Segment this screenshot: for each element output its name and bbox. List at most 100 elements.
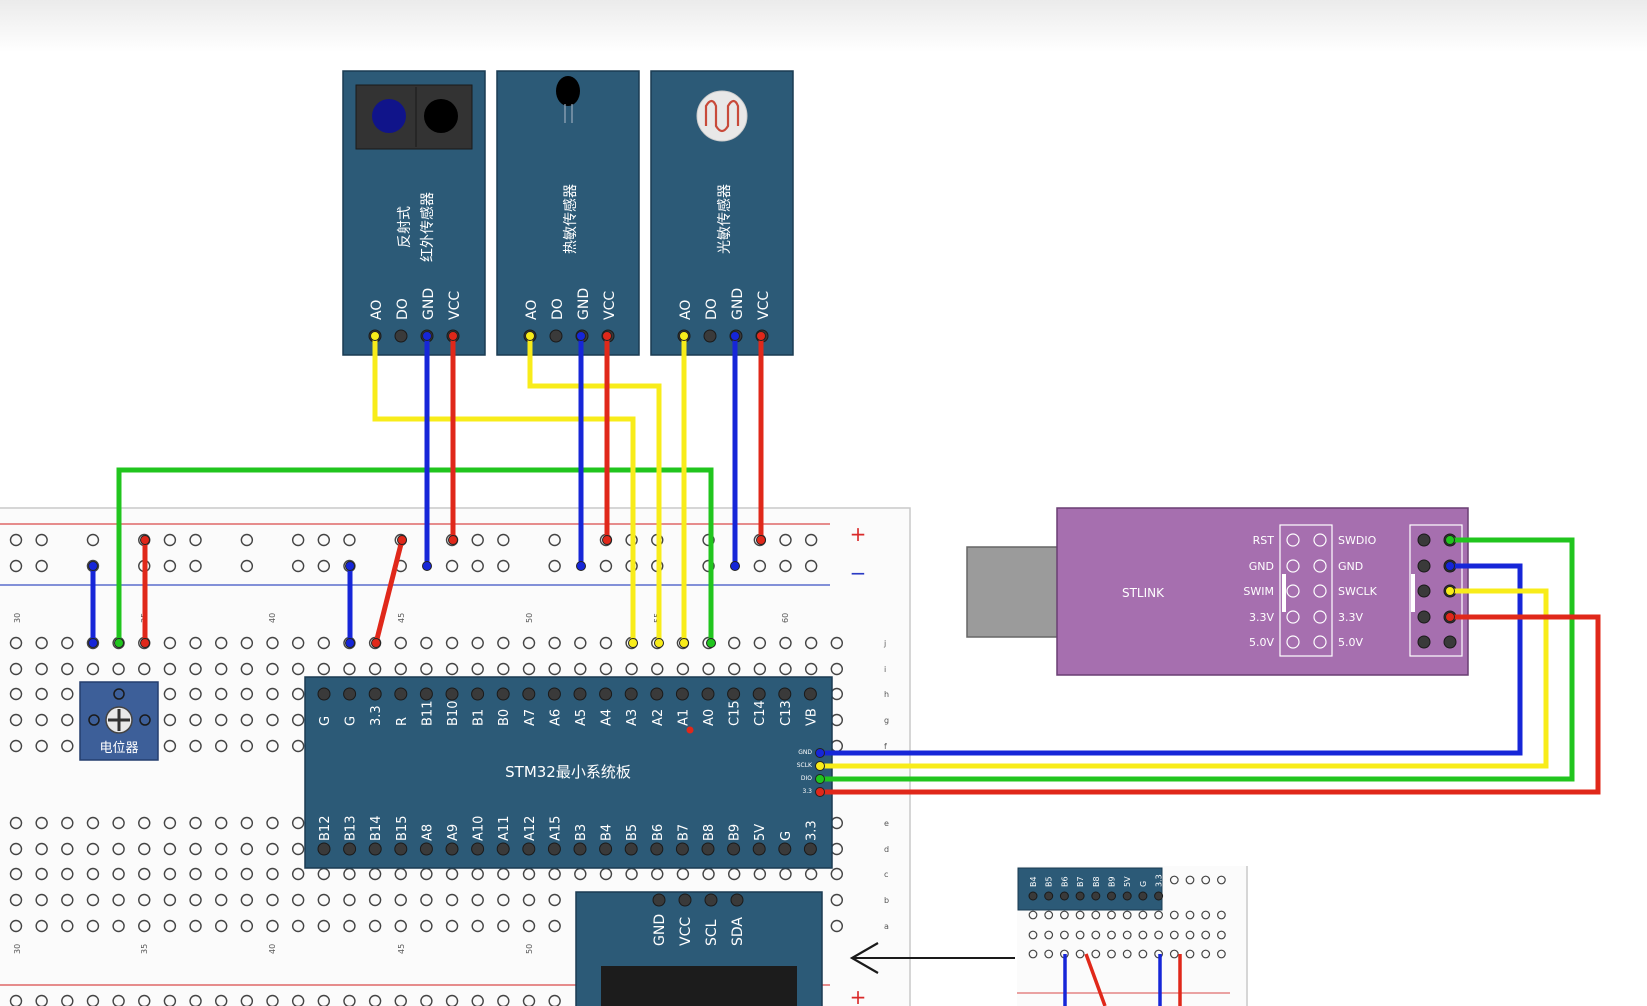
breadboard-hole[interactable] bbox=[445, 893, 459, 907]
rail-hole[interactable] bbox=[497, 994, 510, 1006]
breadboard-hole[interactable] bbox=[163, 893, 177, 907]
rail-hole[interactable] bbox=[753, 559, 767, 573]
breadboard-hole[interactable] bbox=[394, 636, 407, 650]
mini-board-hole[interactable] bbox=[1107, 930, 1116, 940]
breadboard-hole[interactable] bbox=[163, 739, 177, 753]
mini-board-hole[interactable] bbox=[1091, 949, 1101, 959]
breadboard-hole[interactable] bbox=[497, 893, 510, 907]
rail-hole[interactable] bbox=[138, 994, 151, 1006]
mini-board-pin[interactable] bbox=[1075, 891, 1085, 901]
wire-end-dot[interactable] bbox=[140, 535, 150, 545]
stm32-pin[interactable] bbox=[445, 687, 459, 701]
wire-end-dot[interactable] bbox=[422, 331, 432, 341]
stm32-pin[interactable] bbox=[419, 842, 433, 856]
mini-board-pin[interactable] bbox=[1091, 891, 1101, 901]
stm32-pin[interactable] bbox=[675, 842, 689, 856]
wire-end-dot[interactable] bbox=[602, 535, 612, 545]
mini-board-hole[interactable] bbox=[1169, 875, 1179, 885]
wire-yellow[interactable] bbox=[372, 336, 636, 643]
mini-board-hole[interactable] bbox=[1216, 949, 1226, 959]
breadboard-hole[interactable] bbox=[189, 842, 202, 856]
mini-board-hole[interactable] bbox=[1028, 949, 1038, 959]
mini-board-hole[interactable] bbox=[1091, 930, 1101, 940]
breadboard-hole[interactable] bbox=[138, 842, 151, 856]
stm32-pin[interactable] bbox=[727, 687, 741, 701]
breadboard-hole[interactable] bbox=[35, 739, 48, 753]
breadboard-hole[interactable] bbox=[266, 816, 279, 830]
stlink-aux-pin[interactable] bbox=[1313, 559, 1327, 573]
wire-end-dot[interactable] bbox=[371, 638, 381, 648]
oled-pin-hole[interactable] bbox=[678, 893, 692, 907]
breadboard-hole[interactable] bbox=[804, 636, 818, 650]
stlink-aux-pin[interactable] bbox=[1286, 559, 1300, 573]
mini-board-hole[interactable] bbox=[1122, 910, 1132, 920]
rail-hole[interactable] bbox=[291, 994, 305, 1006]
breadboard-hole[interactable] bbox=[189, 919, 202, 933]
rail-hole[interactable] bbox=[86, 994, 100, 1006]
rail-hole[interactable] bbox=[189, 559, 202, 573]
breadboard-hole[interactable] bbox=[86, 893, 100, 907]
wire-blue-gnd[interactable] bbox=[820, 563, 1523, 756]
breadboard-hole[interactable] bbox=[35, 919, 48, 933]
wire-end-dot[interactable] bbox=[815, 761, 825, 771]
mini-board-pin[interactable] bbox=[1028, 891, 1038, 901]
rail-hole[interactable] bbox=[368, 994, 382, 1006]
breadboard-hole[interactable] bbox=[291, 893, 305, 907]
breadboard-hole[interactable] bbox=[779, 636, 792, 650]
breadboard-hole[interactable] bbox=[291, 842, 305, 856]
breadboard-hole[interactable] bbox=[291, 687, 305, 701]
stm32-pin[interactable] bbox=[650, 687, 664, 701]
breadboard-hole[interactable] bbox=[728, 662, 741, 676]
breadboard-hole[interactable] bbox=[317, 893, 330, 907]
breadboard-hole[interactable] bbox=[240, 867, 254, 881]
breadboard-hole[interactable] bbox=[420, 662, 433, 676]
wire-end-dot[interactable] bbox=[114, 638, 124, 648]
stm32-pin[interactable] bbox=[394, 687, 408, 701]
breadboard-hole[interactable] bbox=[522, 636, 536, 650]
stm32-pin[interactable] bbox=[522, 687, 536, 701]
breadboard-hole[interactable] bbox=[651, 662, 664, 676]
mini-board-hole[interactable] bbox=[1138, 910, 1148, 920]
stm32-pin[interactable] bbox=[343, 687, 357, 701]
breadboard-hole[interactable] bbox=[343, 893, 356, 907]
breadboard-hole[interactable] bbox=[138, 919, 151, 933]
breadboard-hole[interactable] bbox=[471, 662, 484, 676]
wire-end-dot[interactable] bbox=[1445, 535, 1455, 545]
mini-board-hole[interactable] bbox=[1201, 910, 1211, 920]
mini-board-hole[interactable] bbox=[1169, 949, 1179, 959]
breadboard-hole[interactable] bbox=[35, 636, 48, 650]
rail-hole[interactable] bbox=[163, 559, 177, 573]
breadboard-hole[interactable] bbox=[522, 893, 536, 907]
breadboard-hole[interactable] bbox=[291, 867, 305, 881]
breadboard-hole[interactable] bbox=[368, 919, 382, 933]
wire-end-dot[interactable] bbox=[628, 638, 638, 648]
breadboard-hole[interactable] bbox=[343, 662, 356, 676]
breadboard-hole[interactable] bbox=[548, 636, 561, 650]
wire-end-dot[interactable] bbox=[815, 748, 825, 758]
stm32-pin[interactable] bbox=[317, 842, 331, 856]
breadboard-hole[interactable] bbox=[420, 636, 433, 650]
stm32-pin[interactable] bbox=[624, 842, 638, 856]
breadboard-hole[interactable] bbox=[368, 662, 382, 676]
breadboard-hole[interactable] bbox=[497, 662, 510, 676]
stm32-pin[interactable] bbox=[547, 687, 561, 701]
breadboard-hole[interactable] bbox=[9, 867, 23, 881]
mini-board-hole[interactable] bbox=[1216, 910, 1226, 920]
breadboard-hole[interactable] bbox=[394, 893, 407, 907]
mini-board-hole[interactable] bbox=[1216, 930, 1226, 940]
breadboard-hole[interactable] bbox=[35, 662, 48, 676]
breadboard-hole[interactable] bbox=[86, 867, 100, 881]
mini-board-hole[interactable] bbox=[1138, 930, 1148, 940]
stm32-pin[interactable] bbox=[394, 842, 408, 856]
stm32-pin[interactable] bbox=[675, 687, 689, 701]
rail-hole[interactable] bbox=[35, 559, 48, 573]
wire-end-dot[interactable] bbox=[679, 331, 689, 341]
wire-end-dot[interactable] bbox=[1445, 612, 1455, 622]
rail-hole[interactable] bbox=[35, 994, 48, 1006]
breadboard-hole[interactable] bbox=[676, 662, 690, 676]
breadboard-hole[interactable] bbox=[189, 867, 202, 881]
breadboard-hole[interactable] bbox=[163, 919, 177, 933]
breadboard-hole[interactable] bbox=[189, 662, 202, 676]
stm32-pin[interactable] bbox=[573, 842, 587, 856]
stm32-pin[interactable] bbox=[803, 687, 817, 701]
